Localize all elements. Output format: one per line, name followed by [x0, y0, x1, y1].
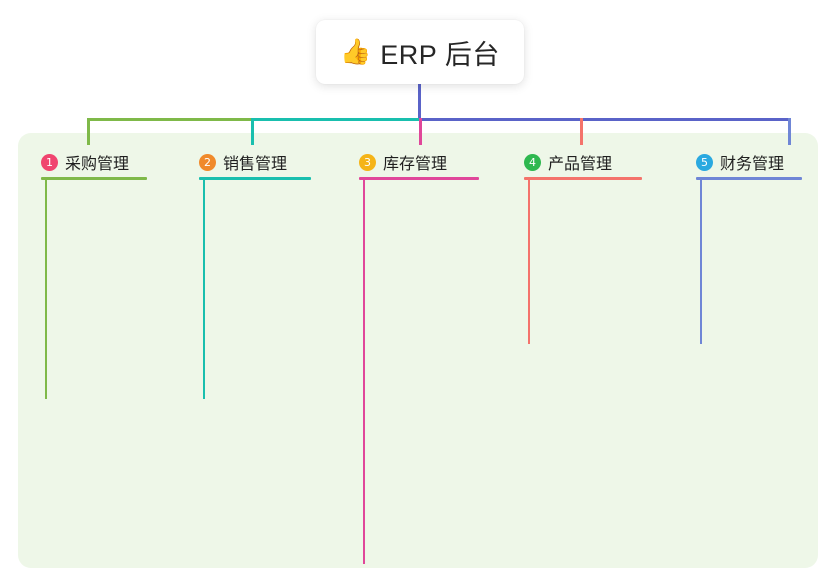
branch-header-4[interactable]: 4 产品管理 — [524, 150, 612, 174]
branch-title: 采购管理 — [65, 156, 130, 173]
branch-title: 产品管理 — [548, 156, 613, 173]
bus-segment-green — [87, 118, 253, 121]
branch-underline — [41, 177, 147, 180]
branch-underline — [199, 177, 311, 180]
branch-header-1[interactable]: 1 采购管理 — [41, 150, 129, 174]
root-node-card[interactable]: 👍 ERP 后台 — [316, 20, 524, 84]
branch-header-3[interactable]: 3 库存管理 — [359, 150, 447, 174]
root-node-title: ERP 后台 — [380, 39, 500, 70]
branch-number-badge: 5 — [696, 153, 713, 171]
branch-underline — [696, 177, 802, 180]
branch-number-badge: 3 — [359, 153, 376, 171]
branch-drop-line-2 — [251, 118, 254, 145]
root-node-content: 👍 ERP 后台 — [340, 33, 500, 72]
branch-spine-line-2 — [203, 180, 205, 399]
branch-drop-line-5 — [788, 118, 791, 145]
branch-number-badge: 1 — [41, 153, 58, 171]
branch-underline — [524, 177, 642, 180]
branch-drop-line-1 — [87, 118, 90, 145]
diagram-panel — [18, 133, 818, 568]
branch-number-badge: 4 — [524, 153, 541, 171]
branch-drop-line-4 — [580, 118, 583, 145]
branch-spine-line-4 — [528, 180, 530, 344]
bus-segment-teal — [251, 118, 421, 121]
branch-header-5[interactable]: 5 财务管理 — [696, 150, 784, 174]
branch-title: 库存管理 — [383, 156, 448, 173]
branch-title: 销售管理 — [223, 156, 288, 173]
root-stem-line — [418, 84, 421, 121]
branch-spine-line-1 — [45, 180, 47, 399]
bus-segment-blue — [419, 118, 791, 121]
branch-number-badge: 2 — [199, 153, 216, 171]
thumbs-up-icon: 👍 — [340, 37, 372, 66]
branch-title: 财务管理 — [720, 156, 785, 173]
branch-spine-line-3 — [363, 180, 365, 564]
branch-header-2[interactable]: 2 销售管理 — [199, 150, 287, 174]
branch-drop-line-3 — [419, 118, 422, 145]
branch-spine-line-5 — [700, 180, 702, 344]
branch-underline — [359, 177, 479, 180]
